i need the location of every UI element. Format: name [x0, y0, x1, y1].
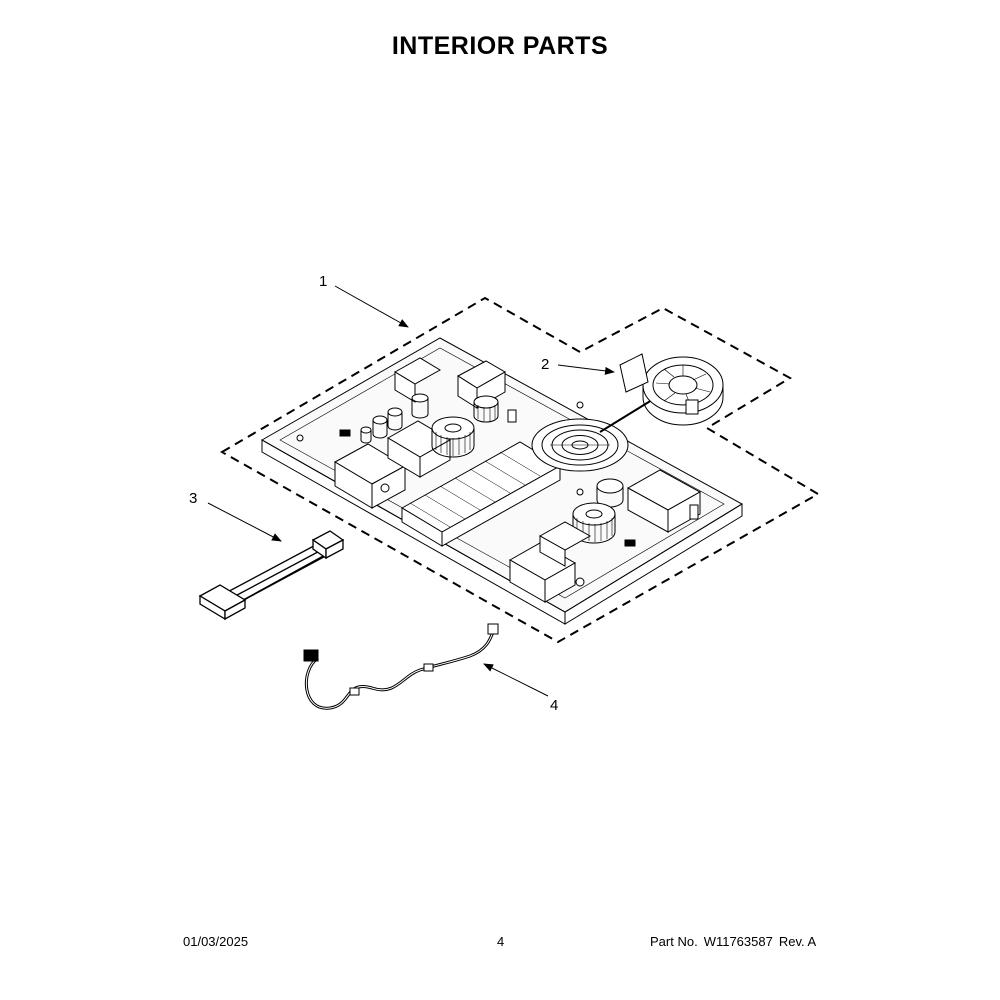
page-title: INTERIOR PARTS — [391, 32, 609, 60]
leader-arrow-3 — [207, 502, 282, 542]
ribbon-cable — [198, 530, 345, 621]
part-number: W11763587 — [703, 934, 773, 949]
assembly-boundary — [219, 296, 820, 644]
fan-assembly — [619, 353, 724, 426]
leader-arrow-2 — [557, 364, 615, 375]
footer-date: 01/03/2025 — [183, 934, 249, 949]
footer-page-number: 4 — [497, 934, 505, 949]
leader-arrow-4 — [483, 663, 549, 697]
callout-1: 1 — [319, 273, 327, 290]
part-label: Part No. — [650, 934, 698, 949]
wire-harness — [303, 623, 499, 710]
main-board-assembly — [260, 337, 743, 625]
revision: Rev. A — [778, 934, 817, 949]
callout-2: 2 — [541, 356, 549, 373]
footer-part-info: Part No. W11763587 Rev. A — [650, 934, 822, 949]
leader-arrow-1 — [334, 285, 409, 328]
callout-4: 4 — [550, 697, 558, 714]
callout-3: 3 — [189, 490, 197, 507]
